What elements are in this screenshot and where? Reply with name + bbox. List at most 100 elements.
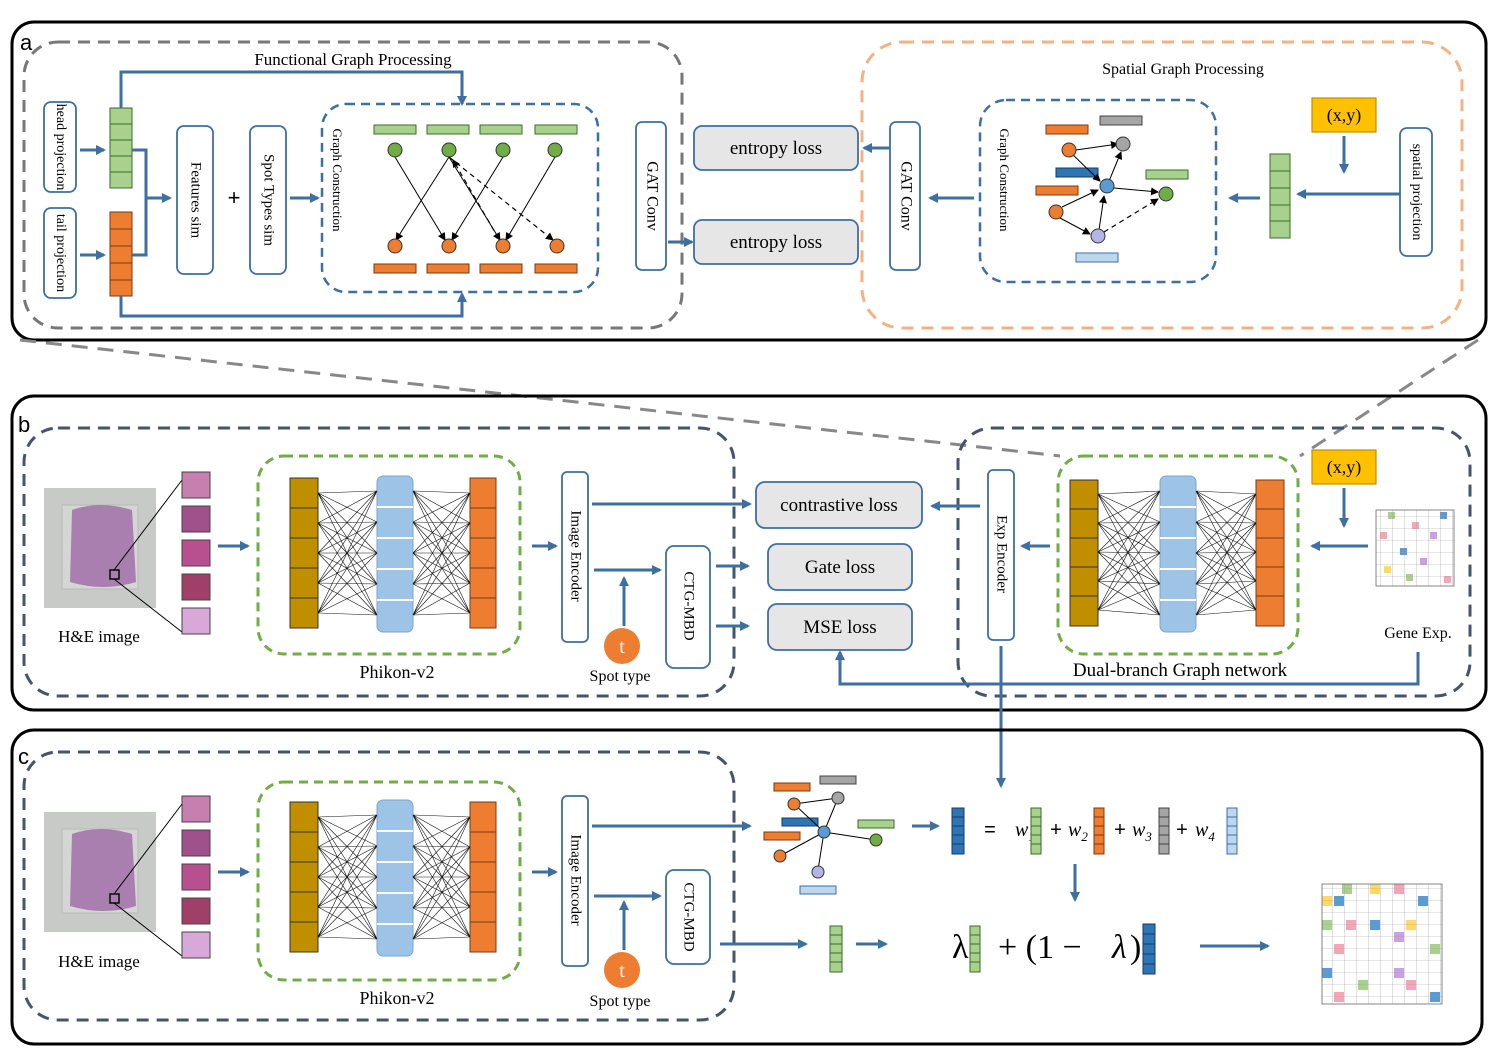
predicted-vector bbox=[829, 925, 843, 973]
image-encoder-box-b bbox=[561, 471, 589, 643]
gat-conv-label: GAT Conv bbox=[643, 161, 660, 231]
plus-1: + bbox=[1050, 819, 1062, 841]
entropy-loss-top-box bbox=[693, 125, 859, 171]
head-projection-box bbox=[43, 101, 77, 193]
spot-type-symbol-c: t bbox=[619, 960, 625, 982]
he-image-b bbox=[44, 471, 211, 635]
panel-a-label: a bbox=[20, 30, 33, 55]
xy-box-a bbox=[1311, 97, 1377, 133]
image-encoder-label-b: Image Encoder bbox=[568, 510, 584, 601]
xy-box-b bbox=[1311, 449, 1377, 485]
panel-c-label: c bbox=[18, 744, 29, 769]
panel-b-label: b bbox=[18, 412, 30, 437]
gate-loss: Gate loss bbox=[805, 557, 875, 578]
gat-conv-box bbox=[635, 121, 667, 271]
phikon-box-b bbox=[256, 454, 522, 656]
he-image-label-c: H&E image bbox=[58, 952, 140, 971]
ctg-mbd-label-c: CTG-MBD bbox=[681, 882, 697, 951]
spatial-projection-box bbox=[1399, 127, 1433, 257]
xy-a: (x,y) bbox=[1327, 105, 1362, 126]
tail-projection-label: tail projection bbox=[53, 214, 68, 292]
graph-construction-right-box bbox=[978, 98, 1218, 284]
dual-branch-box bbox=[1056, 454, 1300, 656]
gray-vector bbox=[1158, 807, 1170, 855]
graph-construction-right-label: Graph Construction bbox=[997, 129, 1012, 232]
graph-construction-label: Graph Construction bbox=[330, 129, 345, 232]
functional-graph-group bbox=[22, 40, 684, 330]
phikon-network-b bbox=[289, 475, 497, 633]
one-minus-lambda: + (1 − bbox=[998, 929, 1082, 966]
close-paren: ) bbox=[1130, 929, 1141, 966]
phikon-network-c bbox=[289, 799, 497, 957]
spot-type-symbol-b: t bbox=[619, 636, 625, 658]
features-sim-label: Features sim bbox=[188, 162, 204, 239]
orange-vector bbox=[1093, 807, 1105, 855]
gene-exp-matrix-b bbox=[1375, 509, 1455, 587]
lambda-blue-vector bbox=[1142, 923, 1156, 975]
ctg-mbd-box-c bbox=[665, 869, 711, 965]
gene-branch-group-b bbox=[956, 426, 1472, 698]
functional-graph-title: Functional Graph Processing bbox=[254, 50, 452, 69]
predicted-gene-matrix bbox=[1321, 883, 1443, 1005]
gat-conv-right-box bbox=[889, 121, 921, 271]
inference-graph bbox=[763, 775, 895, 895]
image-branch-group-b bbox=[22, 426, 736, 698]
image-encoder-label-c: Image Encoder bbox=[568, 834, 584, 925]
fused-vector bbox=[951, 807, 965, 855]
dual-branch-label: Dual-branch Graph network bbox=[1073, 660, 1288, 681]
w2-term: w2 bbox=[1068, 819, 1088, 844]
plus-2: + bbox=[1114, 819, 1126, 841]
equals-sign: = bbox=[984, 819, 996, 841]
graph-construction-box bbox=[320, 102, 600, 294]
ctg-mbd-label-b: CTG-MBD bbox=[681, 571, 697, 640]
head-vector bbox=[109, 107, 133, 189]
spot-type-label-c: Spot type bbox=[590, 993, 651, 1010]
ctg-mbd-box-b bbox=[665, 545, 711, 669]
spatial-vector bbox=[1269, 153, 1291, 239]
spot-type-token-b bbox=[604, 628, 640, 664]
exp-encoder-box bbox=[987, 469, 1015, 641]
dual-branch-network bbox=[1069, 475, 1285, 633]
plus-sign: + bbox=[228, 185, 241, 210]
lambda-1: λ bbox=[952, 929, 969, 966]
functional-graph-nodes bbox=[373, 124, 578, 274]
gat-conv-right-label: GAT Conv bbox=[897, 161, 914, 231]
tail-vector bbox=[109, 211, 133, 297]
mse-loss: MSE loss bbox=[803, 617, 876, 638]
spot-type-label-b: Spot type bbox=[590, 668, 651, 685]
tail-projection-box bbox=[43, 207, 77, 299]
spatial-projection-label: spatial projection bbox=[1409, 144, 1424, 241]
phikon-label-c: Phikon-v2 bbox=[359, 988, 434, 1008]
features-sim-box bbox=[176, 125, 214, 275]
spot-types-sim-box bbox=[249, 125, 287, 275]
phikon-label-b: Phikon-v2 bbox=[359, 662, 434, 682]
image-encoder-box-c bbox=[561, 795, 589, 967]
spot-types-sim-label: Spot Types sim bbox=[261, 154, 277, 246]
contrastive-loss-box bbox=[755, 481, 923, 529]
entropy-loss-bottom-box bbox=[693, 219, 859, 265]
panel-c-frame bbox=[10, 728, 1484, 1046]
entropy-loss-bottom: entropy loss bbox=[730, 232, 822, 253]
entropy-loss-top: entropy loss bbox=[730, 138, 822, 159]
spatial-graph-group bbox=[860, 40, 1464, 330]
panel-a-frame bbox=[10, 20, 1488, 342]
lambda-2: λ bbox=[1111, 929, 1127, 966]
w3-term: w3 bbox=[1132, 819, 1152, 844]
contrastive-loss: contrastive loss bbox=[780, 495, 898, 516]
head-projection-label: head projection bbox=[53, 104, 68, 191]
lambda-green-vector bbox=[969, 925, 981, 973]
w4-term: w4 bbox=[1195, 819, 1215, 844]
gate-loss-box bbox=[767, 543, 913, 591]
spatial-graph-title: Spatial Graph Processing bbox=[1102, 61, 1264, 78]
panel-b-frame bbox=[10, 394, 1488, 712]
he-image-c bbox=[44, 795, 211, 959]
spatial-graph-nodes bbox=[1035, 115, 1189, 263]
plus-3: + bbox=[1176, 819, 1188, 841]
xy-b: (x,y) bbox=[1327, 457, 1362, 478]
green-vector bbox=[1030, 807, 1042, 855]
gene-exp-label: Gene Exp. bbox=[1384, 625, 1452, 642]
image-branch-group-c bbox=[22, 750, 736, 1022]
he-image-label-b: H&E image bbox=[58, 627, 140, 646]
light-blue-vector bbox=[1226, 807, 1238, 855]
